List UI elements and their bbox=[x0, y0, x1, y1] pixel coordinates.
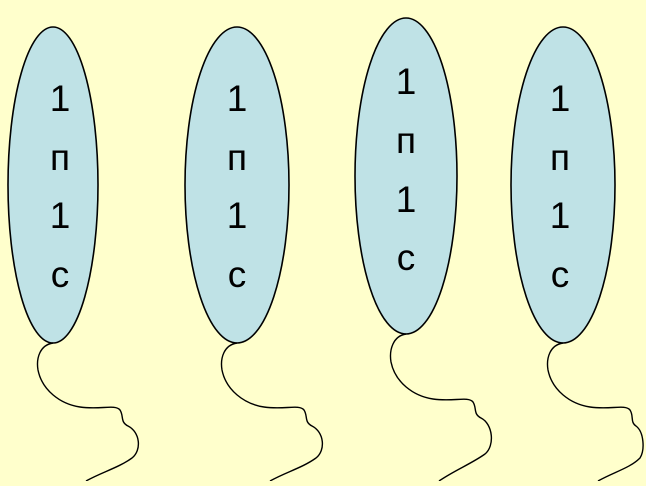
balloon-3-line-4: с bbox=[397, 237, 416, 278]
balloon-2-line-2: п bbox=[227, 137, 247, 178]
balloon-1-body bbox=[7, 26, 99, 344]
balloon-2-line-3: 1 bbox=[227, 195, 248, 236]
balloon-4: 1 п 1 с bbox=[510, 26, 644, 482]
balloon-1: 1 п 1 с bbox=[7, 26, 139, 482]
balloon-3-line-3: 1 bbox=[396, 179, 417, 220]
balloon-4-body bbox=[510, 26, 616, 344]
balloon-1-line-4: с bbox=[51, 254, 70, 295]
balloon-4-line-2: п bbox=[550, 137, 570, 178]
balloon-1-line-3: 1 bbox=[50, 195, 71, 236]
balloon-4-line-3: 1 bbox=[550, 195, 571, 236]
balloon-3-line-1: 1 bbox=[396, 61, 417, 102]
balloon-4-string bbox=[546, 342, 644, 482]
balloon-2: 1 п 1 с bbox=[184, 26, 323, 482]
balloon-1-string bbox=[36, 342, 139, 482]
balloon-4-line-1: 1 bbox=[550, 78, 571, 119]
balloon-4-line-4: с bbox=[551, 254, 570, 295]
balloon-3-line-2: п bbox=[396, 120, 416, 161]
balloon-1-line-2: п bbox=[50, 137, 70, 178]
balloon-1-line-1: 1 bbox=[50, 78, 71, 119]
balloon-2-body bbox=[184, 26, 290, 344]
balloon-2-line-4: с bbox=[228, 254, 247, 295]
balloon-3: 1 п 1 с bbox=[354, 17, 492, 482]
balloon-2-string bbox=[220, 342, 323, 482]
balloon-3-string bbox=[389, 333, 492, 482]
balloon-2-line-1: 1 bbox=[227, 78, 248, 119]
